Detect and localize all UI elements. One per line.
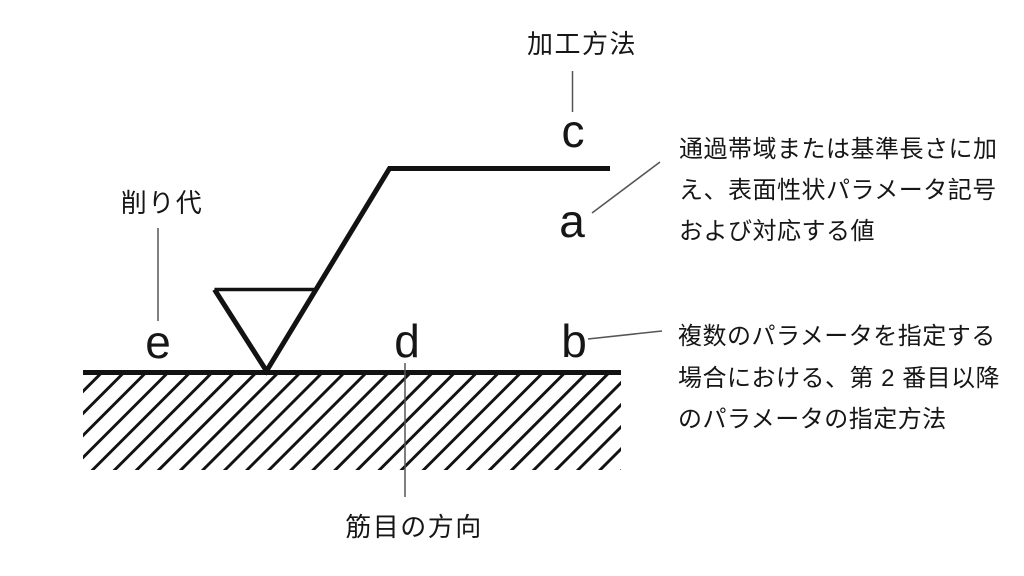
position-letter-b: b: [561, 315, 587, 367]
surface-texture-symbol: [212, 166, 610, 376]
note-b-line-2: 場合における、第 2 番目以降: [678, 365, 1000, 392]
position-letter-a: a: [559, 195, 585, 247]
note-b-line-3: のパラメータの指定方法: [678, 406, 947, 433]
note-a: 通過帯域または基準長さに加 え、表面性状パラメータ記号 および対応する値: [679, 136, 998, 245]
leader-note-b: [587, 330, 663, 340]
position-letter-d: d: [394, 315, 420, 367]
note-b-line-1: 複数のパラメータを指定する: [678, 323, 996, 350]
machining-allowance-label: 削り代: [121, 188, 204, 218]
note-a-line-3: および対応する値: [679, 218, 875, 245]
note-a-line-1: 通過帯域または基準長さに加: [679, 136, 998, 163]
note-b: 複数のパラメータを指定する 場合における、第 2 番目以降 のパラメータの指定方…: [678, 323, 1000, 433]
position-letter-c: c: [562, 105, 585, 157]
position-letter-e: e: [145, 316, 171, 368]
leader-note-a: [591, 161, 661, 214]
machining-method-label: 加工方法: [527, 29, 637, 59]
lay-direction-label: 筋目の方向: [345, 512, 483, 542]
note-a-line-2: え、表面性状パラメータ記号: [679, 177, 997, 204]
hatched-material-section: [83, 375, 621, 470]
